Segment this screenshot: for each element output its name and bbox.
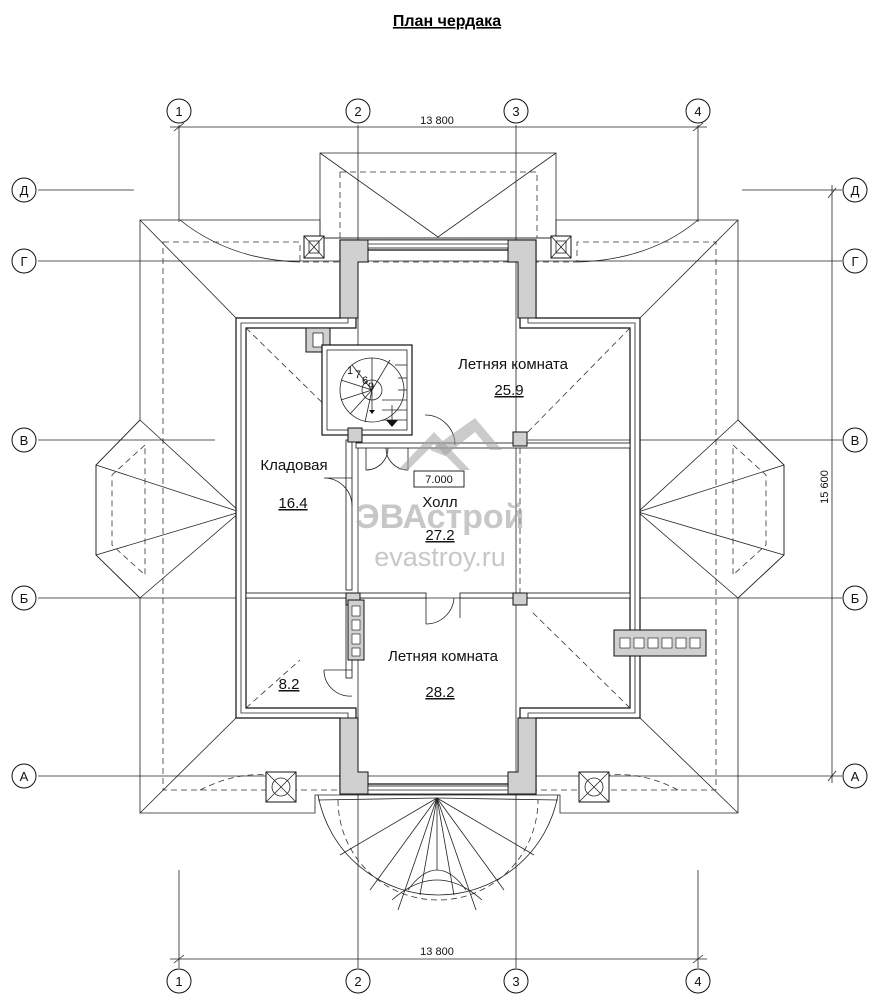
room-hall-name: Холл: [422, 494, 457, 511]
south-round-bay: [317, 794, 559, 911]
svg-text:4: 4: [694, 104, 701, 119]
svg-text:Б: Б: [20, 591, 29, 606]
svg-text:3: 3: [512, 104, 519, 119]
axis-marker-d-right: Д: [842, 177, 868, 203]
svg-text:7.000: 7.000: [425, 474, 453, 486]
svg-text:2: 2: [354, 104, 361, 119]
svg-text:В: В: [20, 433, 29, 448]
svg-text:Д: Д: [851, 183, 860, 198]
svg-text:1: 1: [175, 104, 182, 119]
axis-marker-a-right: А: [842, 763, 868, 789]
room-south-area: 28.2: [425, 684, 454, 701]
room-storage-name: Кладовая: [260, 457, 327, 474]
room-north: Летняя комната 25.9: [458, 356, 569, 399]
plan-title: План чердака: [393, 13, 501, 30]
stair-number-3: 6: [362, 375, 368, 387]
axis-marker-3-top: 3: [503, 98, 529, 124]
vent-box-se: [578, 771, 610, 803]
axis-marker-a-left: А: [11, 763, 37, 789]
axis-marker-g-right: Г: [842, 248, 868, 274]
vent-ducts-west: [347, 599, 365, 661]
svg-text:Б: Б: [851, 591, 860, 606]
vent-box-sw: [265, 771, 297, 803]
watermark-site: evastroy.ru: [374, 542, 506, 572]
vent-box-ne: [550, 235, 572, 259]
axis-marker-b-left: Б: [11, 585, 37, 611]
axis-marker-2-top: 2: [345, 98, 371, 124]
svg-text:В: В: [851, 433, 860, 448]
horizontal-axis-lines: [38, 189, 842, 777]
spiral-stair: 1 7 6 9: [321, 344, 413, 443]
room-storage: Кладовая 16.4: [260, 457, 327, 512]
interior-ridge-lines: [245, 327, 631, 709]
room-south-name: Летняя комната: [388, 648, 499, 665]
axis-marker-1-top: 1: [166, 98, 192, 124]
room-small: 8.2: [279, 676, 300, 693]
axis-marker-1-bottom: 1: [166, 968, 192, 994]
room-south: Летняя комната 28.2: [388, 648, 499, 701]
axis-marker-v-left: В: [11, 427, 37, 453]
svg-text:Д: Д: [20, 183, 29, 198]
right-dimension: 15 600: [819, 185, 837, 783]
stair-number-4: 9: [368, 381, 374, 393]
svg-text:А: А: [20, 769, 29, 784]
stair-number-1: 1: [347, 365, 353, 377]
room-north-name: Летняя комната: [458, 356, 569, 373]
vent-box-nw: [303, 235, 325, 259]
axis-marker-v-right: В: [842, 427, 868, 453]
room-small-area: 8.2: [279, 676, 300, 693]
top-dimension-label: 13 800: [420, 115, 454, 127]
axis-marker-d-left: Д: [11, 177, 37, 203]
svg-text:Г: Г: [851, 254, 858, 269]
gable-walls: [339, 239, 537, 795]
svg-text:2: 2: [354, 974, 361, 989]
svg-text:4: 4: [694, 974, 701, 989]
room-storage-area: 16.4: [278, 495, 307, 512]
room-north-area: 25.9: [494, 382, 523, 399]
vent-ducts-east: [613, 629, 707, 657]
axis-marker-g-left: Г: [11, 248, 37, 274]
svg-text:3: 3: [512, 974, 519, 989]
roof-outline: [95, 152, 785, 814]
room-hall-area: 27.2: [425, 527, 454, 544]
top-dimension: 13 800: [170, 115, 707, 132]
svg-text:1: 1: [175, 974, 182, 989]
bottom-dimension-label: 13 800: [420, 946, 454, 958]
axis-marker-3-bottom: 3: [503, 968, 529, 994]
bottom-dimension: 13 800: [170, 946, 707, 964]
axis-marker-2-bottom: 2: [345, 968, 371, 994]
watermark: ЭВАстрой evastroy.ru: [355, 418, 525, 572]
axis-marker-4-bottom: 4: [685, 968, 711, 994]
axis-marker-b-right: Б: [842, 585, 868, 611]
svg-text:А: А: [851, 769, 860, 784]
room-hall: Холл 27.2: [422, 494, 457, 544]
axis-marker-4-top: 4: [685, 98, 711, 124]
svg-text:Г: Г: [20, 254, 27, 269]
watermark-brand: ЭВАстрой: [355, 498, 524, 536]
stair-number-2: 7: [355, 369, 361, 381]
right-dimension-label: 15 600: [819, 470, 831, 504]
level-mark: 7.000: [413, 470, 465, 488]
